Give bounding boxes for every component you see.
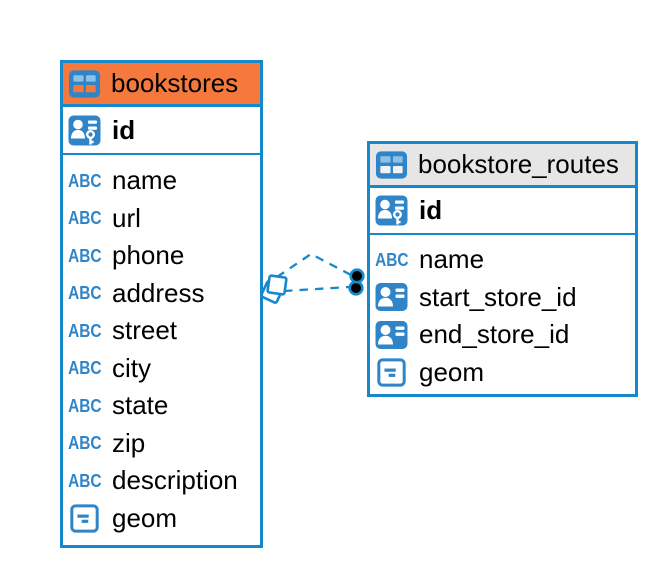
text-type-icon: ABC (67, 469, 102, 491)
column-name: state (112, 390, 169, 421)
table-title: bookstores (111, 68, 239, 98)
column-row-state[interactable]: ABC state (63, 387, 260, 425)
column-row-url[interactable]: ABC url (63, 200, 260, 238)
column-row-id[interactable]: id (370, 188, 635, 235)
column-name: url (112, 202, 141, 233)
one-end-dot-marker[interactable] (348, 280, 364, 296)
column-name: name (419, 244, 485, 275)
text-type-icon: ABC (67, 207, 102, 229)
table-header[interactable]: bookstores (63, 63, 260, 107)
primary-key-icon (375, 194, 408, 227)
column-name: address (112, 277, 205, 308)
many-end-square-marker[interactable] (266, 274, 288, 296)
column-row-phone[interactable]: ABC phone (63, 237, 260, 275)
column-name: city (112, 352, 151, 383)
table-icon (68, 69, 101, 99)
column-row-geom[interactable]: geom (63, 500, 260, 538)
column-name: end_store_id (419, 319, 570, 350)
fk-line-end-store[interactable] (283, 285, 350, 293)
column-name: geom (419, 356, 485, 387)
column-row-city[interactable]: ABC city (63, 350, 260, 388)
column-name: zip (112, 427, 146, 458)
column-row-street[interactable]: ABC street (63, 312, 260, 350)
column-row-id[interactable]: id (63, 107, 260, 155)
column-row-start-store-id[interactable]: start_store_id (370, 279, 635, 317)
table-bookstores[interactable]: bookstores id ABC name ABC url ABC phone… (60, 60, 263, 548)
table-title: bookstore_routes (418, 149, 619, 179)
table-bookstore-routes[interactable]: bookstore_routes id ABC name start_store… (367, 141, 638, 397)
column-row-name[interactable]: ABC name (370, 241, 635, 279)
table-header[interactable]: bookstore_routes (370, 144, 635, 188)
column-row-address[interactable]: ABC address (63, 275, 260, 313)
column-name: description (112, 465, 238, 496)
column-row-description[interactable]: ABC description (63, 462, 260, 500)
columns-section: ABC name start_store_id end_store_id geo… (370, 235, 635, 394)
text-type-icon: ABC (67, 357, 102, 379)
text-type-icon: ABC (67, 319, 102, 341)
table-icon (375, 150, 408, 180)
column-row-zip[interactable]: ABC zip (63, 425, 260, 463)
geometry-type-icon (68, 503, 101, 534)
one-end-dot-marker[interactable] (349, 268, 365, 284)
primary-key-icon (68, 114, 101, 147)
text-type-icon: ABC (67, 432, 102, 454)
column-name: id (112, 114, 136, 145)
column-name: phone (112, 240, 185, 271)
column-name: start_store_id (419, 281, 577, 312)
column-name: name (112, 165, 178, 196)
column-name: street (112, 315, 178, 346)
text-type-icon: ABC (67, 169, 102, 191)
column-row-geom[interactable]: geom (370, 354, 635, 392)
geometry-type-icon (375, 357, 408, 388)
text-type-icon: ABC (67, 394, 102, 416)
column-name: geom (112, 502, 178, 533)
reference-type-icon (375, 320, 408, 350)
columns-section: ABC name ABC url ABC phone ABC address A… (63, 155, 260, 545)
fk-line-start-store[interactable] (276, 252, 352, 278)
reference-type-icon (375, 282, 408, 312)
text-type-icon: ABC (67, 244, 102, 266)
text-type-icon: ABC (374, 248, 409, 270)
column-name: id (419, 195, 443, 225)
column-row-name[interactable]: ABC name (63, 162, 260, 200)
column-row-end-store-id[interactable]: end_store_id (370, 316, 635, 354)
text-type-icon: ABC (67, 282, 102, 304)
